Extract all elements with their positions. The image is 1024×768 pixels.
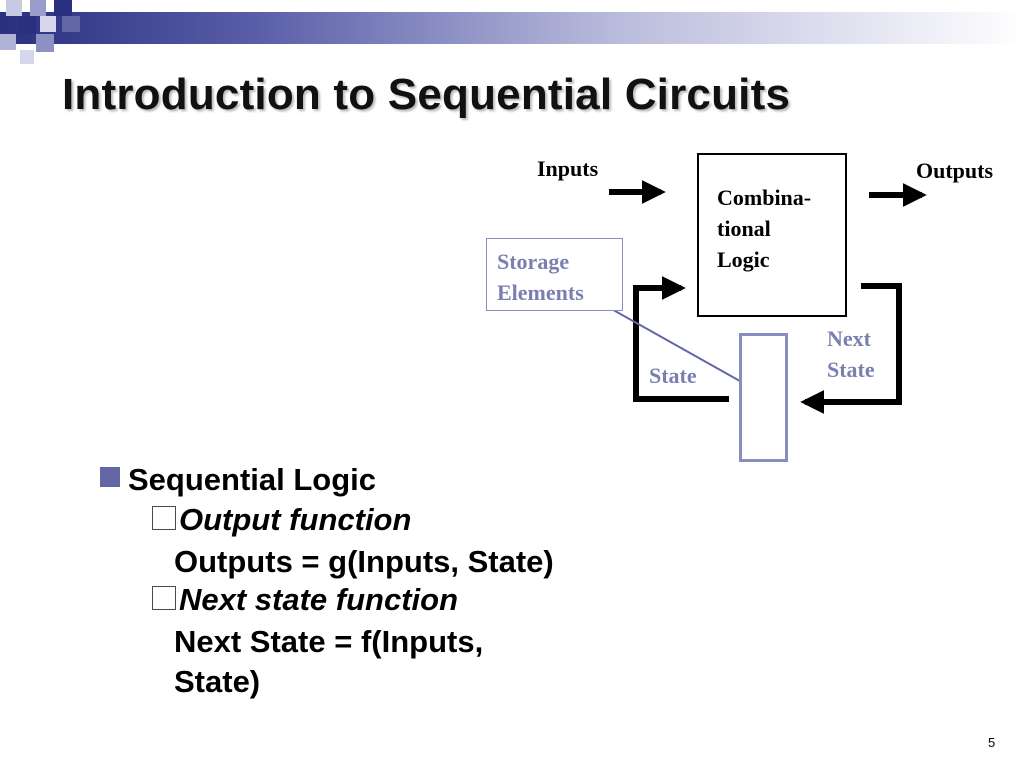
combinational-logic-label: Combina- tional Logic: [717, 185, 812, 272]
next-state-label: Next State: [827, 326, 875, 382]
inputs-label: Inputs: [537, 156, 599, 181]
hollow-square-bullet-icon: [152, 506, 176, 530]
hollow-square-bullet-icon: [152, 586, 176, 610]
slide-title: Introduction to Sequential Circuits: [62, 70, 791, 119]
combinational-logic-box: Combina- tional Logic: [697, 153, 847, 317]
filled-square-bullet-icon: [100, 467, 120, 487]
state-path: [633, 285, 729, 402]
next-state-path: [831, 283, 902, 405]
storage-elements-label: Storage Elements: [497, 249, 584, 305]
output-function-formula: Outputs = g(Inputs, State): [174, 544, 554, 579]
storage-register-box: [739, 333, 788, 462]
next-state-formula-line-1: Next State = f(Inputs,: [174, 624, 484, 659]
sub-bullet-output-function: Output function: [152, 502, 411, 542]
bullet-sequential-logic: Sequential Logic: [100, 462, 376, 502]
page-number: 5: [988, 735, 996, 750]
bullet-text: Sequential Logic: [128, 462, 377, 497]
storage-pointer-arrow: [607, 306, 765, 395]
outputs-label: Outputs: [916, 158, 994, 183]
state-label: State: [649, 363, 697, 388]
header-squares-decoration: [0, 0, 90, 64]
storage-elements-box: Storage Elements: [486, 238, 623, 311]
sub-bullet-heading: Output function: [179, 502, 412, 537]
header-band: [0, 12, 1024, 44]
sub-bullet-heading: Next state function: [179, 582, 459, 617]
sub-bullet-next-state-function: Next state function: [152, 582, 458, 622]
next-state-formula-line-2: State): [174, 664, 261, 699]
